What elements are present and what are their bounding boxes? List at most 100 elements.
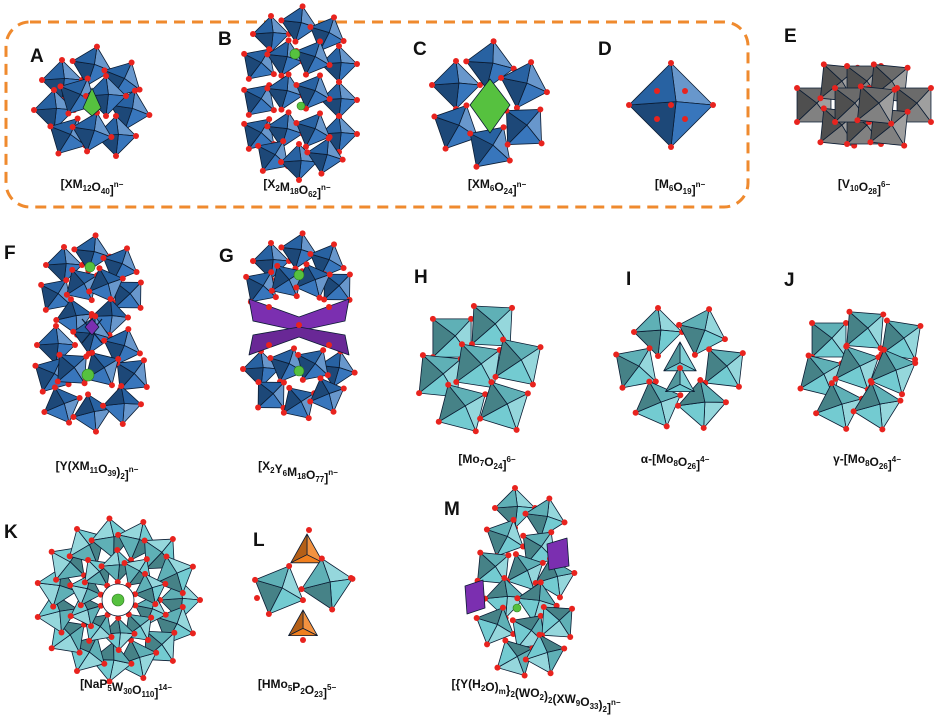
mo-octahedron (252, 563, 306, 617)
oxygen-atom (879, 426, 886, 433)
oxygen-atom (453, 379, 460, 386)
oxygen-atom (843, 343, 850, 350)
oxygen-atom (141, 537, 148, 544)
oxygen-atom (114, 547, 121, 554)
oxygen-atom (85, 556, 92, 563)
formula-part: ] (877, 183, 881, 197)
oxygen-atom (317, 72, 324, 79)
oxygen-atom (880, 346, 887, 353)
mo-octahedron-face (465, 40, 494, 64)
oxygen-atom (98, 563, 105, 570)
mo-octahedron (318, 79, 360, 121)
oxygen-atom (303, 261, 310, 268)
oxygen-atom (66, 419, 73, 426)
formula-part: 33 (590, 702, 599, 711)
oxygen-atom (429, 82, 435, 88)
oxygen-atom (477, 82, 483, 88)
oxygen-atom (169, 536, 176, 543)
oxygen-atom (646, 345, 653, 352)
oxygen-atom (63, 277, 70, 284)
heteroatom-sphere (84, 261, 96, 273)
oxygen-atom (296, 322, 302, 328)
mo-octahedron (57, 75, 99, 117)
formula-part: 9 (576, 699, 581, 708)
oxygen-atom (115, 356, 122, 363)
oxygen-atom (87, 623, 94, 630)
phosphate-tetrahedron-bottom (288, 609, 318, 636)
structure-b (241, 3, 360, 183)
mo-octahedron-face (310, 17, 335, 33)
formula-part: O (98, 462, 107, 476)
mo-octahedron (675, 377, 729, 431)
formula-part: 5 (288, 684, 293, 693)
oxygen-atom (241, 86, 248, 93)
oxygen-atom (53, 323, 59, 329)
mo-octahedron (100, 383, 144, 427)
formula-part: 2 (548, 696, 553, 705)
heteroatom-sphere (81, 368, 95, 382)
panel-letter-l: L (253, 530, 265, 551)
mo-octahedron-face (115, 281, 142, 294)
oxygen-atom (56, 351, 63, 358)
mo-octahedron (477, 379, 531, 433)
oxygen-atom (72, 342, 78, 348)
central-tetrahedron (82, 87, 102, 117)
mo-octahedron-face (811, 322, 847, 339)
mo-octahedron-face (447, 384, 486, 407)
mo-octahedron (293, 72, 333, 112)
formula-label-j: γ-[Mo8O26]4− (833, 452, 901, 472)
oxygen-atom (103, 73, 109, 79)
oxygen-atom (844, 140, 851, 147)
panel-letter-h: H (414, 267, 428, 288)
mo-octahedron (293, 110, 333, 150)
oxygen-atom (153, 649, 160, 656)
panel-g: G[X2Y6M18O77]n− (219, 230, 358, 485)
w-octahedron-face (55, 561, 85, 581)
mo-octahedron-face (280, 5, 303, 23)
mo-octahedron-face (103, 248, 128, 264)
oxygen-atom (293, 119, 300, 126)
oxygen-atom (107, 296, 114, 303)
mo-octahedron-face (71, 269, 98, 284)
oxygen-atom (296, 141, 302, 147)
formula-part: n− (129, 465, 139, 474)
oxygen-atom (512, 551, 519, 558)
oxygen-atom (255, 404, 262, 411)
mo-octahedron (89, 296, 131, 338)
formula-part: ] (502, 458, 506, 472)
oxygen-atom (197, 597, 203, 603)
oxygen-atom (267, 354, 274, 361)
formula-part: 2 (481, 684, 486, 693)
formula-part: 6 (490, 184, 495, 193)
oxygen-atom (101, 660, 108, 667)
oxygen-atom (419, 352, 426, 359)
oxygen-atom (509, 617, 516, 624)
oxygen-atom (668, 102, 674, 108)
formula-part: O (305, 683, 314, 697)
formula-label-g: [X2Y6M18O77]n− (258, 459, 338, 485)
oxygen-atom (300, 637, 306, 643)
oxygen-atom (307, 398, 314, 405)
panel-b: B[X2M18O62]n− (218, 3, 360, 200)
formula-part: ] (110, 183, 114, 197)
oxygen-atom (293, 81, 300, 88)
oxygen-atom (482, 391, 489, 398)
formula-part: } (506, 683, 511, 697)
oxygen-atom (540, 603, 547, 610)
mo-octahedron (41, 384, 83, 426)
formula-part: (WO (515, 686, 540, 700)
mo-octahedron-face (871, 382, 901, 405)
oxygen-atom (813, 410, 820, 417)
formula-part: 24 (494, 462, 503, 471)
oxygen-atom (828, 380, 835, 387)
formula-part: ] (324, 471, 328, 485)
w-octahedron-face (113, 641, 132, 665)
oxygen-atom (57, 83, 64, 90)
oxygen-atom (93, 43, 100, 50)
mo-octahedron (241, 46, 277, 82)
oxygen-atom (832, 118, 839, 125)
oxygen-atom (652, 378, 659, 385)
oxygen-atom (41, 409, 48, 416)
oxygen-atom (162, 580, 169, 587)
panel-letter-a: A (30, 46, 44, 67)
